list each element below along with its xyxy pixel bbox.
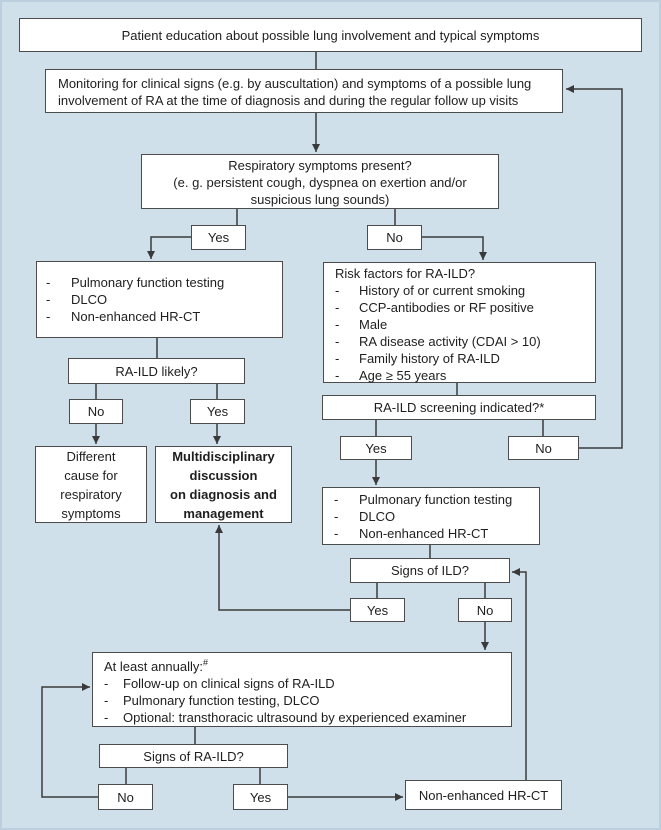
- node-screening-indicated: RA-ILD screening indicated?*: [322, 395, 596, 420]
- bullet-item: -Family history of RA-ILD: [335, 351, 500, 366]
- node-label: No: [476, 602, 494, 618]
- node-label: No: [535, 440, 552, 456]
- node-label: Signs of ILD?: [390, 563, 470, 578]
- node-title: Risk factors for RA-ILD?: [335, 266, 476, 281]
- node-label: No: [117, 789, 134, 805]
- node-text-line: symptoms: [61, 505, 121, 521]
- bullet-dash: -: [335, 283, 340, 298]
- decision-yes-screening: Yes: [340, 436, 412, 460]
- bullet-item: -Optional: transthoracic ultrasound by e…: [104, 710, 467, 725]
- arrow-signs-yes-to-multidisciplinary: [215, 525, 350, 611]
- decision-yes-signs-ild: Yes: [350, 598, 405, 622]
- node-text-line: cause for: [64, 467, 118, 483]
- bullet-item: -CCP-antibodies or RF positive: [335, 300, 534, 315]
- decision-no-signs-raild: No: [98, 784, 153, 810]
- decision-yes-signs-raild: Yes: [233, 784, 288, 810]
- bullet-item: -RA disease activity (CDAI > 10): [335, 334, 541, 349]
- decision-yes-likely: Yes: [190, 399, 245, 424]
- decision-yes-respiratory: Yes: [191, 225, 246, 250]
- bullet-item: -Age ≥ 55 years: [335, 368, 447, 383]
- node-label: RA-ILD screening indicated?*: [373, 400, 545, 415]
- bullet-dash: -: [46, 309, 51, 324]
- node-text-line: Monitoring for clinical signs (e.g. by a…: [58, 76, 532, 91]
- node-raild-likely: RA-ILD likely?: [68, 358, 245, 384]
- node-label: Yes: [206, 404, 229, 419]
- node-workup-symptomatic: -Pulmonary function testing -DLCO -Non-e…: [36, 261, 283, 338]
- node-signs-of-raild: Signs of RA-ILD?: [99, 744, 288, 768]
- node-workup-screening: -Pulmonary function testing -DLCO -Non-e…: [322, 487, 540, 545]
- node-different-cause: Different cause for respiratory symptoms: [35, 446, 147, 523]
- arrow-no-back-to-annually: [41, 683, 98, 798]
- bullet-dash: -: [104, 676, 109, 691]
- arrow-yes-to-workup-left: [147, 236, 191, 259]
- node-label: Yes: [365, 440, 387, 456]
- node-patient-education: Patient education about possible lung in…: [19, 18, 642, 52]
- arrow-no-to-risk-factors: [422, 236, 487, 260]
- node-label: Signs of RA-ILD?: [143, 748, 244, 764]
- node-text-line: discussion: [189, 467, 258, 483]
- bullet-item: -Non-enhanced HR-CT: [46, 309, 201, 324]
- node-text-line: (e. g. persistent cough, dyspnea on exer…: [173, 174, 467, 190]
- node-text-line: Multidisciplinary: [172, 448, 275, 464]
- bullet-dash: -: [335, 368, 340, 383]
- node-text-line: respiratory: [60, 486, 122, 502]
- decision-no-signs-ild: No: [458, 598, 512, 622]
- bullet-dash: -: [334, 509, 339, 524]
- node-label: Yes: [366, 602, 389, 618]
- node-label: No: [87, 404, 105, 419]
- node-risk-factors: Risk factors for RA-ILD? -History of or …: [323, 262, 596, 383]
- node-title: At least annually:#: [104, 657, 209, 674]
- bullet-dash: -: [335, 334, 340, 349]
- node-respiratory-symptoms: Respiratory symptoms present? (e. g. per…: [141, 154, 499, 209]
- bullet-dash: -: [46, 292, 51, 307]
- bullet-item: -Follow-up on clinical signs of RA-ILD: [104, 676, 335, 691]
- bullet-dash: -: [334, 492, 339, 507]
- bullet-item: -Pulmonary function testing: [46, 275, 225, 290]
- node-text-line: Different: [66, 448, 116, 464]
- arrow-screening-no-to-monitoring: [566, 85, 623, 449]
- bullet-dash: -: [46, 275, 51, 290]
- node-label: Yes: [207, 230, 230, 245]
- decision-no-respiratory: No: [367, 225, 422, 250]
- bullet-dash: -: [104, 710, 109, 725]
- bullet-item: -Pulmonary function testing: [334, 492, 513, 507]
- node-label: RA-ILD likely?: [115, 363, 198, 379]
- footnote-marker: #: [203, 657, 209, 668]
- node-signs-of-ild: Signs of ILD?: [350, 558, 510, 583]
- arrow-hrct-to-signs-ild: [512, 568, 527, 780]
- node-text-line: suspicious lung sounds): [250, 191, 390, 207]
- node-label: Non-enhanced HR-CT: [418, 787, 549, 803]
- node-label: Patient education about possible lung in…: [121, 27, 540, 43]
- bullet-item: -Pulmonary function testing, DLCO: [104, 693, 320, 708]
- node-label: Yes: [249, 789, 272, 805]
- node-text-line: Respiratory symptoms present?: [228, 157, 412, 173]
- bullet-item: -Male: [335, 317, 388, 332]
- node-multidisciplinary-discussion: Multidisciplinary discussion on diagnosi…: [155, 446, 292, 523]
- node-annual-followup: At least annually:# -Follow-up on clinic…: [92, 652, 512, 727]
- bullet-item: -DLCO: [46, 292, 108, 307]
- node-text-line: management: [183, 505, 264, 521]
- bullet-dash: -: [104, 693, 109, 708]
- decision-no-screening: No: [508, 436, 579, 460]
- bullet-item: -DLCO: [334, 509, 396, 524]
- decision-no-likely: No: [69, 399, 123, 424]
- bullet-dash: -: [335, 300, 340, 315]
- node-monitoring: Monitoring for clinical signs (e.g. by a…: [45, 69, 563, 113]
- bullet-dash: -: [335, 317, 340, 332]
- bullet-item: -History of or current smoking: [335, 283, 526, 298]
- node-text-line: involvement of RA at the time of diagnos…: [58, 93, 519, 108]
- node-label: No: [386, 230, 403, 245]
- bullet-dash: -: [335, 351, 340, 366]
- bullet-dash: -: [334, 526, 339, 541]
- node-non-enhanced-hrct: Non-enhanced HR-CT: [405, 780, 562, 810]
- node-text-line: on diagnosis and: [170, 486, 277, 502]
- bullet-item: -Non-enhanced HR-CT: [334, 526, 489, 541]
